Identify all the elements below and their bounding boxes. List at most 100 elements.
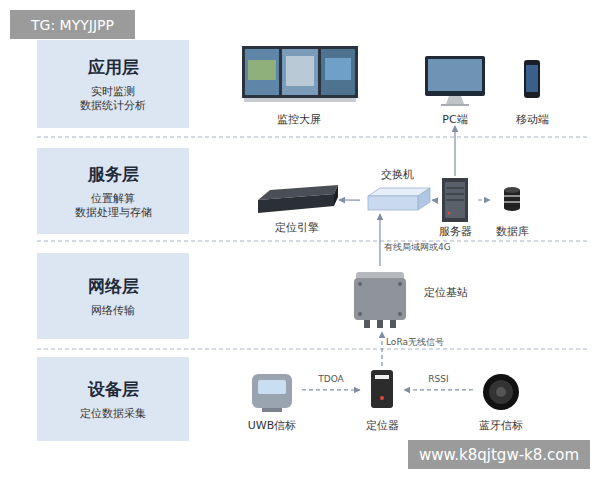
screen-content [248,60,276,80]
wall-screen [245,49,279,95]
layer-title: 网络层 [88,275,139,298]
device-node: UWB信标 [242,368,302,432]
tag-body [252,374,292,408]
wall-screen [321,49,355,95]
video-wall-icon [242,46,358,102]
connector [379,214,380,266]
layer-band: 网络层网络传输 [37,253,189,339]
pc-stand [446,96,464,104]
watermark: www.k8qjtgw-k8.com [408,440,590,469]
connector [454,126,455,176]
db-bottom [504,205,520,211]
wall-desk [244,98,356,102]
device-node: 服务器 [432,176,478,238]
device-node: 监控大屏 [238,44,360,126]
device-label: UWB信标 [242,419,302,432]
layer-band: 应用层实时监测 数据统计分析 [37,40,189,128]
station-bolt [398,282,402,286]
phone-screen [526,65,538,92]
layer-separators [37,137,588,349]
device-node: 定位基站 [348,266,470,332]
db-ring [504,196,520,197]
connector [404,389,473,390]
connector [478,199,490,200]
beacon-body [483,374,519,410]
rack-side [334,185,338,206]
pc-base [441,104,469,106]
separator-line [37,241,588,242]
layer-band: 设备层定位数据采集 [37,357,189,441]
beacon-ring [489,380,513,404]
server-icon [442,178,468,222]
uwb-tag-icon [252,374,292,412]
switch-front [368,196,418,210]
switch-icon [368,188,430,210]
tag-screen [258,380,286,394]
edge-label: RSSI [428,374,448,385]
server-slot [446,188,464,189]
screen-content [325,58,351,80]
station-body [354,278,406,320]
edge-label: TDOA [318,374,344,385]
station-bolt [358,312,362,316]
pc-screen [428,59,482,91]
device-label: 交换机 [360,168,434,181]
separator-line [37,349,588,350]
server-light [448,212,451,215]
db-ring [504,202,520,203]
connector [302,389,360,390]
separator-line [37,137,588,138]
wall-frame [242,46,358,98]
server-slot [446,194,464,195]
layer-title: 设备层 [88,378,139,401]
connector [339,199,360,200]
edge-label: 有线局域网或4G [384,242,451,253]
device-label: 定位基站 [424,286,468,299]
wall-screen [282,49,318,95]
locator-light [380,396,384,400]
screen-content [286,56,314,86]
device-node: 数据库 [490,184,534,238]
device-node: 蓝牙信标 [473,368,529,432]
phone-icon [524,60,540,98]
phone-body [524,60,540,98]
device-label: 定位引擎 [255,221,339,234]
device-node: 交换机 [360,168,434,214]
locator-body [371,370,393,408]
device-label: 蓝牙信标 [473,419,529,432]
device-label: 移动端 [507,113,557,126]
server-slot [446,200,464,201]
device-node: PC端 [418,52,492,126]
switch-side [418,188,430,210]
device-label: PC端 [418,113,492,126]
base-station-icon [354,272,406,328]
database-icon [504,187,520,211]
device-label: 数据库 [490,225,534,238]
db-top [504,187,520,193]
cable-gland [377,320,383,328]
edge-label: LoRa无线信号 [386,337,444,348]
layer-description: 位置解算 数据处理与存储 [71,192,155,220]
station-bolt [358,282,362,286]
pc-monitor [425,56,485,96]
server-panel [445,182,465,218]
layer-description: 实时监测 数据统计分析 [71,85,155,113]
watermark: TG: MYYJJPP [10,10,135,39]
cable-gland [390,320,396,328]
bluetooth-beacon-icon [483,374,519,410]
layer-title: 应用层 [88,56,139,79]
layer-description: 定位数据采集 [71,407,155,421]
device-label: 定位器 [360,419,404,432]
device-node: 定位引擎 [255,180,339,234]
locator-icon [371,370,393,408]
connector [381,332,382,366]
station-bolt [398,312,402,316]
tag-strap [262,408,282,412]
layer-description: 网络传输 [71,304,155,318]
connector [432,199,434,200]
server-body [442,178,468,222]
engine-icon [258,185,338,213]
locator-strip [375,375,389,379]
device-label: 服务器 [432,225,478,238]
pc-icon [425,56,485,106]
